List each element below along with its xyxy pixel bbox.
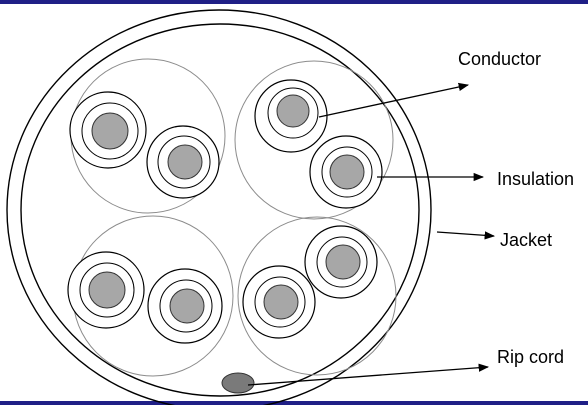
pair-group-bottom-right xyxy=(237,216,397,376)
wire-5 xyxy=(67,251,145,329)
wire-6 xyxy=(147,268,223,344)
wire-8 xyxy=(304,225,378,299)
insulation-ring-inner xyxy=(159,279,213,333)
conductor-core xyxy=(276,94,310,128)
wire-1 xyxy=(69,91,147,169)
conductor-core xyxy=(88,271,126,309)
rip-cord xyxy=(221,372,255,394)
conductor-core xyxy=(91,112,129,150)
conductor-core xyxy=(167,144,203,180)
conductor-arrow xyxy=(318,82,470,118)
insulation-ring-inner xyxy=(79,262,135,318)
jacket-inner-ring xyxy=(20,23,420,397)
pair-group-top-right xyxy=(234,60,394,220)
wire-3 xyxy=(254,79,328,153)
insulation-label: Insulation xyxy=(497,169,575,189)
jacket-outer-ring xyxy=(6,9,432,405)
conductor-core xyxy=(263,284,299,320)
bottom-frame-bar xyxy=(0,401,588,405)
jacket-arrow xyxy=(436,231,496,240)
jacket-label: Jacket xyxy=(500,230,553,250)
conductor-label: Conductor xyxy=(458,49,542,69)
insulation-ring-inner xyxy=(316,236,368,288)
insulation-ring-inner xyxy=(321,146,373,198)
top-frame-bar xyxy=(0,0,588,4)
wire-4 xyxy=(309,135,383,209)
insulation-ring-inner xyxy=(267,87,319,139)
conductor-core xyxy=(325,244,361,280)
insulation-ring-inner xyxy=(254,276,306,328)
conductor-core xyxy=(169,288,205,324)
rip-cord-arrow xyxy=(247,363,490,386)
wire-7 xyxy=(242,265,316,339)
conductor-core xyxy=(329,154,365,190)
wire-2 xyxy=(146,125,220,199)
insulation-ring-inner xyxy=(81,102,139,160)
insulation-ring-inner xyxy=(157,135,211,189)
rip-cord-label: Rip cord xyxy=(497,347,565,367)
